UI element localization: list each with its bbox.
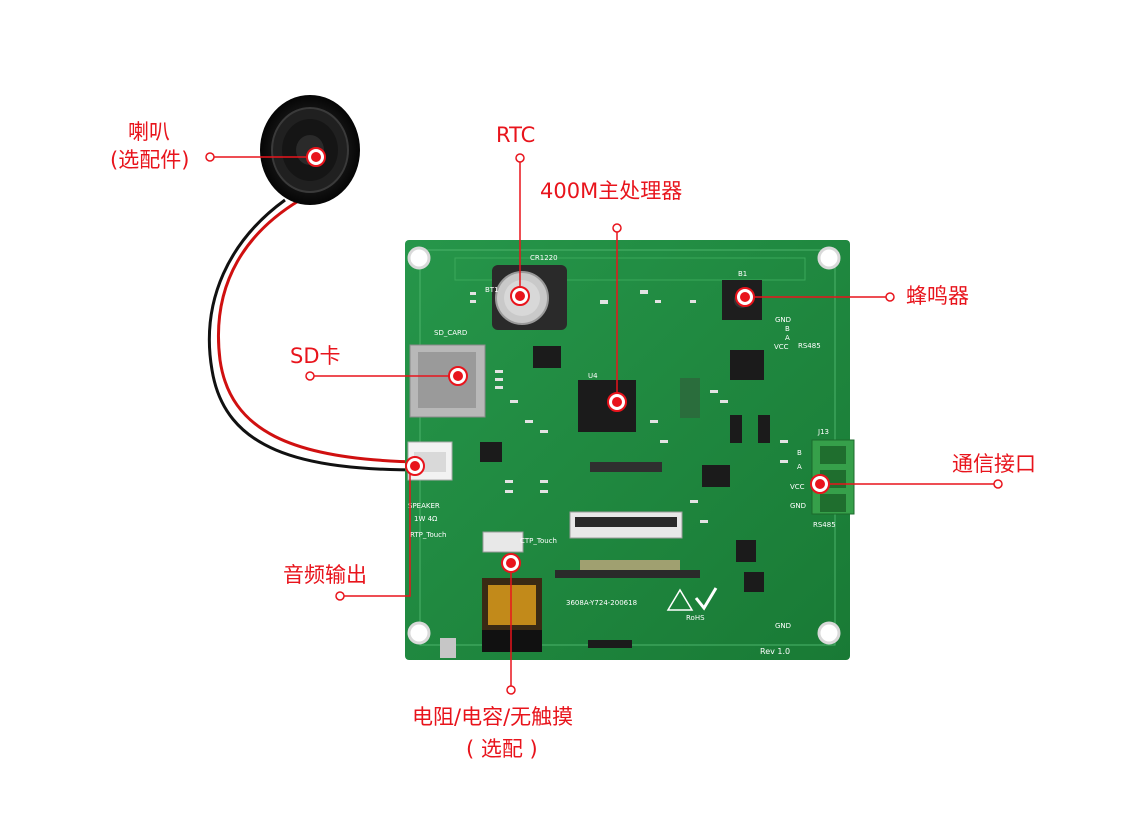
marker-touch [501, 553, 521, 573]
silk-rs485-top: RS485 [798, 342, 821, 350]
silk-rohs: RoHS [686, 614, 705, 622]
silk-battery: CR1220 [530, 254, 558, 262]
label-touch-line1: 电阻/电容/无触摸 [412, 705, 574, 729]
pcb-board [405, 240, 855, 660]
label-buzzer: 蜂鸣器 [906, 284, 969, 308]
silk-vcc-top: VCC [774, 343, 789, 351]
silk-gnd-bot: GND [790, 502, 806, 510]
label-touch-line2: ( 选配 ) [466, 737, 538, 761]
silk-a-bot: A [797, 463, 802, 471]
marker-audio [405, 456, 425, 476]
silk-b-bot: B [797, 449, 802, 457]
silk-j13: J13 [817, 428, 829, 436]
marker-comm [810, 474, 830, 494]
silk-rtp-touch: RTP_Touch [410, 531, 446, 539]
silk-gnd-corner: GND [775, 622, 791, 630]
marker-sd [448, 366, 468, 386]
silk-bt1: BT1 [485, 286, 499, 294]
label-comm: 通信接口 [952, 452, 1036, 476]
speaker-wires [207, 198, 421, 472]
label-speaker-line1: 喇叭 [128, 120, 170, 144]
marker-cpu [607, 392, 627, 412]
silkscreen-texts: CR1220 SD_CARD BT1 B1 U4 RS485 GND B A V… [408, 254, 836, 656]
callout-markers [205, 147, 1003, 695]
silk-b1: B1 [738, 270, 747, 278]
silk-gnd-top: GND [775, 316, 791, 324]
silk-speaker: SPEAKER [408, 502, 440, 510]
marker-buzzer [735, 287, 755, 307]
label-cpu: 400M主处理器 [540, 179, 683, 203]
silk-u4: U4 [588, 372, 598, 380]
silk-part-no: 3608A-Y724-200618 [566, 599, 637, 607]
silk-vcc-bot: VCC [790, 483, 805, 491]
marker-speaker [306, 147, 326, 167]
silk-a-top: A [785, 334, 790, 342]
silk-sd-card: SD_CARD [434, 329, 467, 337]
silk-rev: Rev 1.0 [760, 647, 790, 656]
silk-rs485-bottom: RS485 [813, 521, 836, 529]
label-audio: 音频输出 [283, 563, 367, 587]
silk-b-top: B [785, 325, 790, 333]
silk-watt: 1W 4Ω [414, 515, 438, 523]
label-sd: SD卡 [290, 344, 341, 368]
marker-rtc [510, 286, 530, 306]
label-rtc: RTC [496, 123, 536, 147]
silk-ctp-touch: CTP_Touch [520, 537, 557, 545]
label-speaker-line2: (选配件) [110, 148, 190, 172]
